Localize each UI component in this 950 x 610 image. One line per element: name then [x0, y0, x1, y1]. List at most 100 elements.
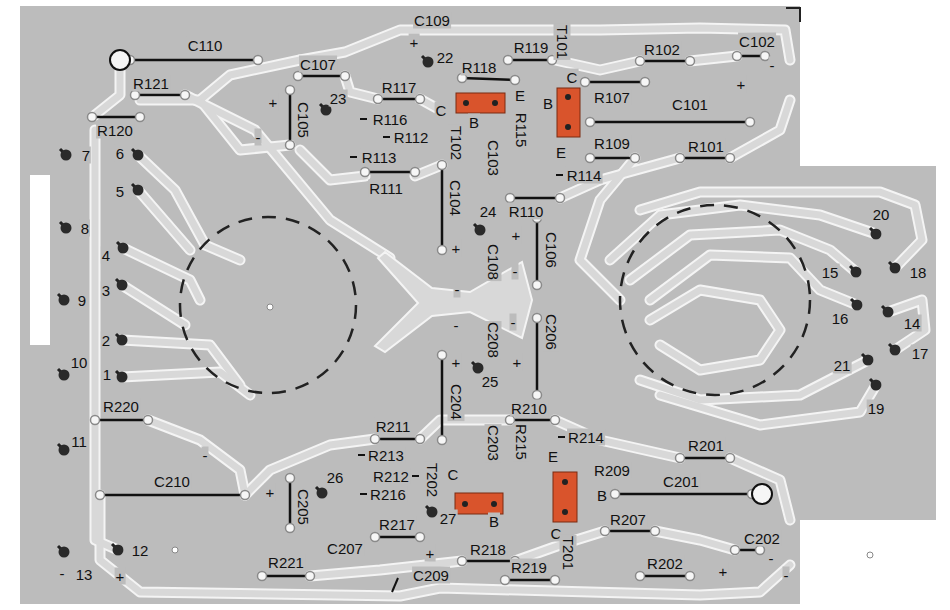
- solder-pad: [438, 246, 447, 255]
- capacitor-label: C104: [447, 179, 464, 217]
- capacitor-label: C207: [326, 540, 364, 557]
- component-bars: [88, 52, 770, 593]
- resistor-mark: [383, 136, 390, 138]
- component-body: [605, 530, 655, 533]
- resistor-label: R116: [372, 111, 409, 128]
- component-body: [375, 536, 420, 539]
- resistor-label: R115: [513, 112, 530, 149]
- resistor-label: R219: [510, 559, 548, 576]
- terminal-number: 26: [326, 469, 345, 486]
- trace-edge: [655, 531, 735, 550]
- capacitor-label: C202: [743, 530, 781, 547]
- trace-edge: [650, 290, 780, 370]
- component-body: [585, 81, 645, 84]
- trace-edge: [555, 420, 680, 458]
- polarity-mark: -: [768, 550, 775, 567]
- copper-trace: [138, 190, 190, 250]
- terminal-number: 2: [101, 332, 111, 349]
- resistor-label: R117: [381, 79, 418, 96]
- capacitor-label: C101: [671, 96, 709, 113]
- capacitor-label: C206: [543, 313, 560, 351]
- resistor-label: R214: [567, 429, 605, 446]
- solder-pad: [411, 168, 420, 177]
- component-body: [289, 478, 292, 528]
- terminal-number: 9: [77, 292, 87, 309]
- board-outline: [20, 6, 936, 604]
- terminal-number: 22: [436, 49, 455, 66]
- resistor-label: R121: [132, 75, 170, 92]
- polarity-mark: -: [454, 281, 461, 298]
- solder-pad: [258, 572, 267, 581]
- terminal-number: 17: [911, 345, 930, 362]
- solder-pad: [416, 533, 425, 542]
- terminal-pad: [317, 488, 328, 499]
- copper-traces: [95, 28, 925, 596]
- solder-pad: [416, 95, 425, 104]
- terminal-number: 10: [70, 354, 89, 371]
- polarity-mark: +: [718, 563, 729, 580]
- solder-pad: [91, 416, 100, 425]
- board-slot: [30, 175, 50, 345]
- polarity-mark: -: [512, 263, 519, 280]
- transformer-outline: [620, 205, 810, 395]
- transistor-body: [456, 93, 505, 113]
- polarity-mark: -: [255, 129, 262, 146]
- terminal-number: 18: [909, 264, 928, 281]
- terminal-pad: [890, 345, 901, 356]
- copper-trace: [730, 458, 790, 520]
- solder-pad: [726, 454, 735, 463]
- resistor-label: R216: [369, 486, 407, 503]
- solder-pad: [686, 57, 695, 66]
- resistor-label: R209: [593, 462, 631, 479]
- capacitor-label: C106: [543, 231, 560, 269]
- terminal-number: 16: [831, 310, 850, 327]
- component-body: [441, 355, 444, 440]
- copper-trace: [122, 285, 185, 325]
- terminal-pad: [883, 307, 894, 318]
- wire-ring: [110, 50, 130, 70]
- polarity-mark: +: [265, 484, 276, 501]
- terminal-number: 15: [821, 264, 840, 281]
- component-body: [505, 579, 555, 582]
- transistor-pin: B: [468, 114, 480, 131]
- transistor-body: [553, 472, 577, 522]
- transistor-lead: [463, 100, 469, 106]
- transistor-body: [455, 493, 503, 514]
- resistor-label: R109: [593, 135, 631, 152]
- component-body: [378, 98, 420, 101]
- terminal-number: 5: [115, 183, 125, 200]
- component-body: [95, 419, 148, 422]
- polarity-mark: -: [783, 567, 790, 584]
- solder-pad: [551, 576, 560, 585]
- copper-trace: [300, 150, 365, 180]
- mounting-hole: [172, 547, 178, 553]
- trace-edge: [185, 95, 390, 258]
- component-body: [298, 75, 345, 78]
- resistor-label: R111: [368, 180, 404, 197]
- resistor-label: R102: [643, 41, 681, 58]
- corner-mark: [786, 8, 800, 22]
- resistor-label: R119: [513, 39, 550, 56]
- resistor-mark: [360, 118, 367, 120]
- capacitor-label: C108: [485, 243, 502, 281]
- wire-ring: [752, 484, 772, 504]
- trace-edge: [730, 458, 790, 520]
- trace-edge: [888, 300, 925, 350]
- terminal-number: 13: [75, 566, 94, 583]
- component-body: [640, 60, 690, 63]
- trace-edge: [300, 150, 365, 180]
- terminal-pad: [133, 185, 144, 196]
- component-body: [92, 116, 140, 119]
- solder-pad: [586, 118, 595, 127]
- solder-pad: [286, 86, 295, 95]
- ground-plane: [375, 252, 532, 352]
- resistor-label: R207: [609, 511, 647, 528]
- solder-pad: [374, 95, 383, 104]
- solder-pad: [131, 91, 140, 100]
- solder-pad: [636, 57, 645, 66]
- transistor-label: T101: [554, 24, 571, 60]
- trace-edge: [148, 420, 245, 495]
- terminal-pad: [117, 372, 128, 383]
